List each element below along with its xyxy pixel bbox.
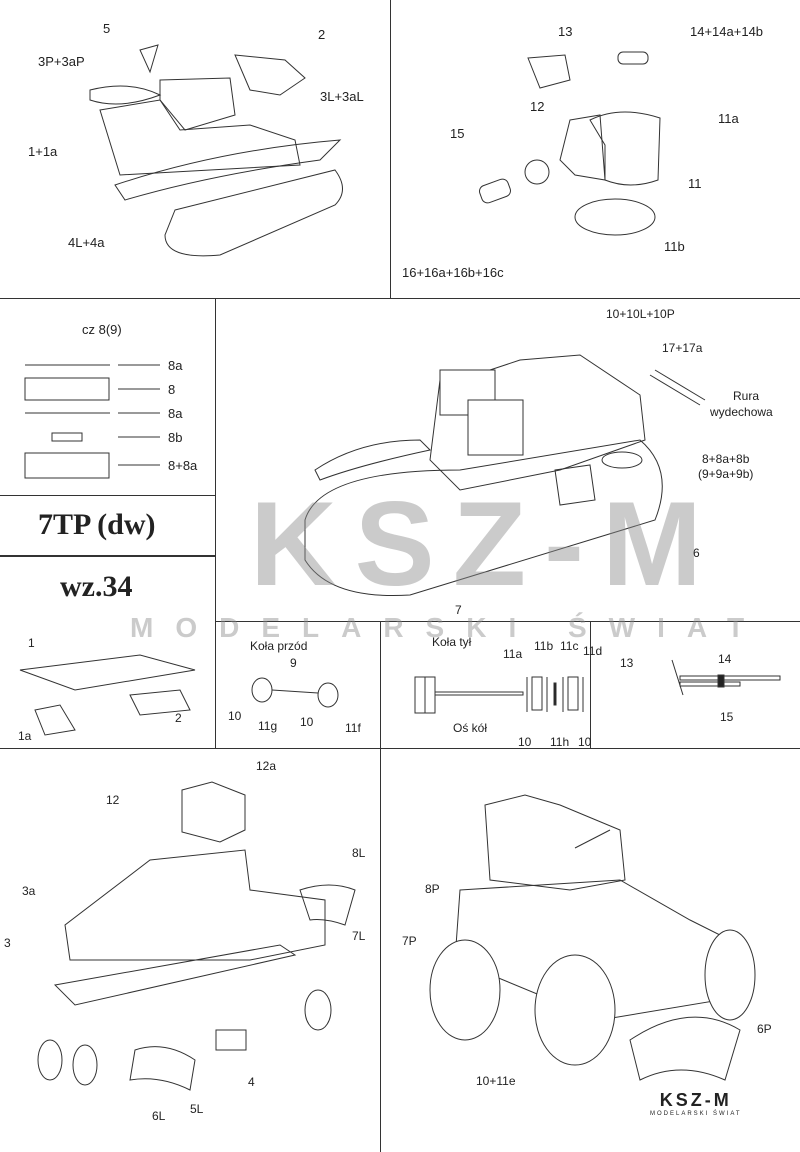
- tank-drawing: [304, 354, 706, 597]
- label-part-8p: 8P: [425, 882, 440, 896]
- label-part-15: 15: [720, 710, 734, 724]
- label-part-1: 1+1a: [28, 144, 58, 159]
- label-8b: 8b: [168, 430, 183, 445]
- label-part-6l: 6L: [152, 1109, 166, 1123]
- label-exhaust-1: Rura: [733, 389, 760, 403]
- label-part-11c: 11c: [560, 639, 579, 653]
- label-8a: 8a: [168, 358, 183, 373]
- label-part-11a: 11a: [503, 647, 523, 661]
- label-part-14: 14: [718, 652, 732, 666]
- part8-heading: cz 8(9): [82, 322, 122, 337]
- label-part-3a: 3a: [22, 884, 36, 898]
- panel-variant: [0, 555, 216, 622]
- label-part-9: 9: [290, 656, 297, 670]
- label-part-2: 2: [175, 711, 182, 725]
- hull-drawing: [89, 44, 343, 257]
- label-part-12: 12: [530, 99, 545, 114]
- label-part-11f: 11f: [345, 721, 361, 735]
- label-part-11b: 11b: [664, 239, 685, 254]
- label-part-8-combo: 8+8a+8b: [702, 452, 750, 466]
- label-part-11g: 11g: [258, 719, 278, 733]
- label-part-11h: 11h: [550, 735, 570, 749]
- label-part-6: 6: [693, 546, 700, 560]
- panel-main: [215, 298, 800, 622]
- label-part-3: 3: [4, 936, 11, 950]
- car-exploded-drawing: [37, 781, 356, 1091]
- label-exhaust-2: wydechowa: [710, 405, 773, 419]
- label-part-10-11e: 10+11e: [476, 1074, 516, 1088]
- label-8: 8: [168, 382, 176, 397]
- label-part-14: 14+14a+14b: [690, 24, 764, 39]
- front-wheels-drawing: [251, 677, 339, 708]
- chassis-drawing: [19, 654, 196, 736]
- label-part-10: 10: [300, 715, 314, 729]
- rear-wheels-heading: Koła tył: [432, 635, 472, 649]
- label-part-13: 13: [558, 24, 573, 39]
- label-part-8l: 8L: [352, 846, 366, 860]
- panel-turret: [390, 0, 800, 299]
- label-part-5: 5: [103, 21, 111, 36]
- front-wheels-heading: Koła przód: [250, 639, 308, 653]
- label-part-15: 15: [450, 126, 465, 141]
- label-part-5l: 5L: [190, 1102, 204, 1116]
- label-part-9-combo: (9+9a+9b): [698, 467, 754, 481]
- label-part-10: 10: [228, 709, 242, 723]
- panel-title: [0, 495, 216, 557]
- label-part-7p: 7P: [402, 934, 417, 948]
- brand-logo-subtitle: MODELARSKI ŚWIAT: [650, 1111, 742, 1117]
- turret-drawing: [479, 51, 661, 236]
- panel-car-exploded: [0, 748, 381, 1152]
- label-part-10: 10: [578, 735, 592, 749]
- label-part-12a: 12a: [256, 759, 277, 773]
- label-part-7: 7: [455, 603, 462, 617]
- rear-wheels-drawing: [414, 676, 584, 714]
- car-assembled-drawing: [429, 794, 756, 1081]
- label-part-4: 4: [248, 1075, 255, 1089]
- panel-front-wheels: [215, 621, 381, 749]
- panel-gun: [590, 621, 800, 749]
- label-part-2: 2: [318, 27, 326, 42]
- panel-hull: [0, 0, 391, 299]
- label-part-11: 11: [688, 176, 702, 191]
- label-part-7l: 7L: [352, 929, 366, 943]
- label-part-6p: 6P: [757, 1022, 772, 1036]
- label-part-11d: 11d: [583, 644, 603, 658]
- label-part-4l: 4L+4a: [68, 235, 105, 250]
- label-part-13: 13: [620, 656, 634, 670]
- part8-drawing: [24, 364, 160, 479]
- model-variant: wz.34: [60, 570, 133, 603]
- label-8-8a: 8+8a: [168, 458, 198, 473]
- label-part-11a: 11a: [718, 111, 739, 126]
- label-axle: Oś kół: [453, 721, 488, 735]
- panel-chassis: [0, 621, 216, 749]
- label-part-17: 17+17a: [662, 341, 703, 355]
- label-part-10: 10: [518, 735, 532, 749]
- brand-logo: KSZ-M MODELARSKI ŚWIAT: [650, 1090, 742, 1117]
- model-name: 7TP (dw): [38, 508, 156, 541]
- label-part-3p: 3P+3aP: [38, 54, 85, 69]
- brand-logo-text: KSZ-M: [659, 1090, 732, 1110]
- label-part-1a: 1a: [18, 729, 32, 743]
- label-part-3l: 3L+3aL: [320, 89, 364, 104]
- label-8a: 8a: [168, 406, 183, 421]
- label-part-12: 12: [106, 793, 120, 807]
- label-part-11b: 11b: [534, 639, 554, 653]
- panel-part8: [0, 298, 216, 496]
- gun-drawing: [671, 659, 781, 696]
- panel-rear-wheels: [380, 621, 591, 749]
- label-part-1: 1: [28, 636, 35, 650]
- label-part-16: 16+16a+16b+16c: [402, 265, 504, 280]
- label-part-10: 10+10L+10P: [606, 307, 675, 321]
